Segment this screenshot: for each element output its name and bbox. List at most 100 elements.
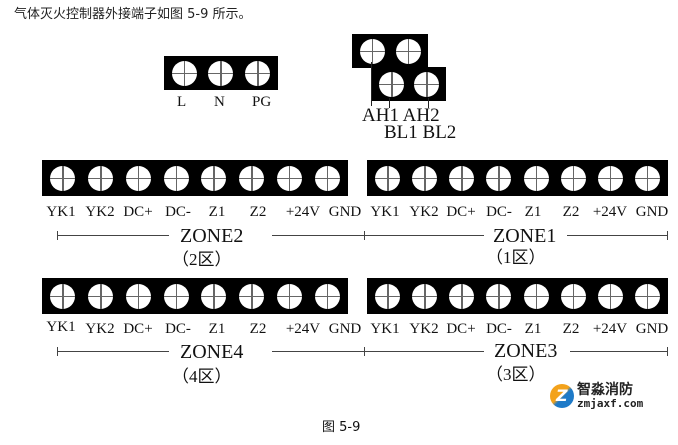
label-24v: +24V	[285, 321, 321, 337]
screw-terminal-icon	[359, 38, 385, 64]
label-24v: +24V	[285, 204, 321, 220]
screw-terminal-icon	[375, 283, 401, 309]
screw-terminal-icon	[414, 71, 439, 97]
zone4-name: ZONE4	[180, 341, 244, 363]
label-dc-plus: DC+	[123, 204, 153, 220]
screw-terminal-icon	[88, 165, 114, 191]
label-gnd: GND	[328, 204, 362, 220]
zone3-sub: （3区）	[486, 365, 546, 384]
screw-terminal-icon	[276, 283, 302, 309]
label-z2: Z2	[249, 204, 267, 220]
ah-labels: AH1 AH2	[362, 105, 440, 126]
screw-terminal-icon	[523, 283, 549, 309]
screw-terminal-icon	[239, 283, 265, 309]
zone-bracket-tick	[667, 347, 668, 356]
label-dc-minus: DC-	[165, 204, 191, 220]
intro-text: 气体灭火控制器外接端子如图 5-9 所示。	[14, 7, 252, 22]
label-z2: Z2	[562, 204, 580, 220]
screw-terminal-icon	[449, 283, 475, 309]
label-yk1: YK1	[370, 204, 400, 220]
label-yk1: YK1	[46, 319, 76, 335]
ah1-lead-line	[371, 62, 372, 106]
screw-terminal-icon	[523, 165, 549, 191]
label-dc-minus: DC-	[486, 204, 512, 220]
screw-terminal-icon	[634, 165, 660, 191]
screw-terminal-icon	[560, 283, 586, 309]
screw-terminal-icon	[276, 165, 302, 191]
screw-terminal-icon	[208, 60, 234, 86]
label-dc-minus: DC-	[486, 321, 512, 337]
label-24v: +24V	[592, 204, 628, 220]
screw-terminal-icon	[375, 165, 401, 191]
label-yk1: YK1	[370, 321, 400, 337]
zone1-sub: （1区）	[486, 248, 546, 267]
screw-terminal-icon	[379, 71, 404, 97]
label-z1: Z1	[208, 204, 226, 220]
screw-terminal-icon	[314, 165, 340, 191]
label-gnd: GND	[635, 204, 669, 220]
bl2-lead-line	[428, 98, 429, 108]
screw-terminal-icon	[171, 60, 197, 86]
logo-url: zmjaxf.com	[577, 396, 644, 410]
zone1-name: ZONE1	[493, 225, 557, 247]
watermark-logo: 智淼消防 zmjaxf.com	[550, 383, 643, 409]
label-yk2: YK2	[409, 321, 439, 337]
label-z1: Z1	[208, 321, 226, 337]
screw-terminal-icon	[486, 283, 512, 309]
zone4-bracket-line-left	[57, 351, 169, 352]
screw-terminal-icon	[201, 283, 227, 309]
screw-terminal-icon	[88, 283, 114, 309]
label-z2: Z2	[562, 321, 580, 337]
screw-terminal-icon	[395, 38, 421, 64]
bl-terminal-block	[372, 67, 446, 101]
zone2-terminal-strip	[42, 160, 348, 196]
zone3-bracket-line-left	[364, 351, 484, 352]
figure-caption: 图 5-9	[322, 420, 361, 435]
label-yk2: YK2	[409, 204, 439, 220]
label-z2: Z2	[249, 321, 267, 337]
screw-terminal-icon	[597, 165, 623, 191]
zone-bracket-tick	[667, 231, 668, 240]
label-dc-minus: DC-	[165, 321, 191, 337]
bl1-lead-line	[389, 98, 390, 108]
screw-terminal-icon	[560, 165, 586, 191]
power-terminal-block	[164, 56, 278, 90]
label-yk1: YK1	[46, 204, 76, 220]
zone2-name: ZONE2	[180, 225, 244, 247]
zone3-bracket-line-right	[570, 351, 667, 352]
screw-terminal-icon	[634, 283, 660, 309]
zone2-bracket-line-right	[272, 235, 365, 236]
terminal-label-pg: PG	[252, 94, 272, 110]
zone1-bracket-line-right	[567, 235, 667, 236]
screw-terminal-icon	[245, 60, 271, 86]
screw-terminal-icon	[163, 283, 189, 309]
screw-terminal-icon	[486, 165, 512, 191]
screw-terminal-icon	[449, 165, 475, 191]
label-dc-plus: DC+	[446, 321, 476, 337]
label-dc-plus: DC+	[123, 321, 153, 337]
screw-terminal-icon	[163, 165, 189, 191]
label-yk2: YK2	[85, 204, 115, 220]
terminal-label-l: L	[177, 94, 187, 110]
zone1-terminal-strip	[367, 160, 668, 196]
zone2-sub: （2区）	[172, 250, 232, 269]
bl-labels: BL1 BL2	[384, 122, 457, 143]
zone3-terminal-strip	[367, 278, 668, 314]
zone4-bracket-line-right	[272, 351, 365, 352]
screw-terminal-icon	[50, 283, 76, 309]
label-gnd: GND	[328, 321, 362, 337]
zone1-bracket-line-left	[364, 235, 484, 236]
screw-terminal-icon	[125, 283, 151, 309]
zone4-sub: （4区）	[172, 367, 232, 386]
screw-terminal-icon	[412, 283, 438, 309]
label-yk2: YK2	[85, 321, 115, 337]
zone4-terminal-strip	[42, 278, 348, 314]
ah-terminal-block	[352, 34, 428, 68]
screw-terminal-icon	[50, 165, 76, 191]
label-z1: Z1	[524, 204, 542, 220]
screw-terminal-icon	[239, 165, 265, 191]
logo-icon	[550, 384, 574, 409]
zone2-bracket-line-left	[57, 235, 169, 236]
zone3-name: ZONE3	[494, 340, 558, 362]
screw-terminal-icon	[125, 165, 151, 191]
